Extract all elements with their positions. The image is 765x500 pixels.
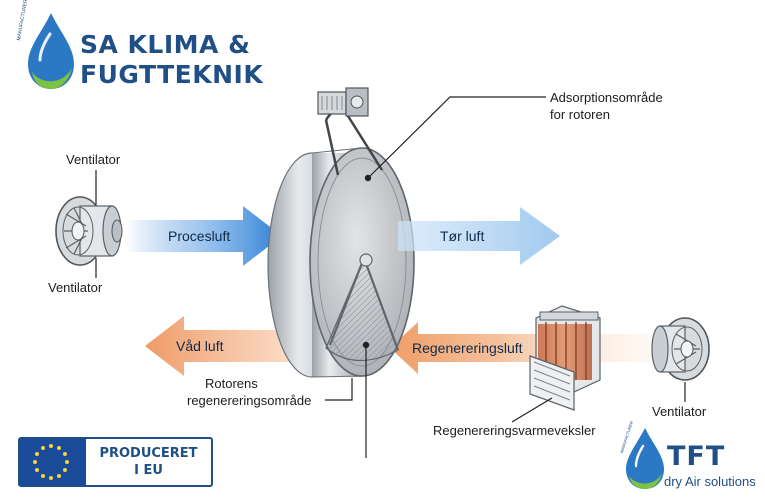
eu-badge-text: PRODUCERET I EU: [86, 439, 211, 485]
ventilator-right-label: Ventilator: [652, 404, 707, 419]
adsorption-label-line1: Adsorptionsområde: [550, 90, 663, 105]
tft-title: TFT: [667, 441, 726, 472]
dry-air-label: Tør luft: [440, 228, 485, 244]
ventilator-bottom-label: Ventilator: [48, 280, 103, 295]
eu-flag: [20, 439, 86, 485]
desiccant-rotor: [267, 87, 415, 378]
sa-klima-drop-icon: [28, 13, 74, 89]
adsorption-label-line2: for rotoren: [550, 107, 610, 122]
eu-badge: PRODUCERET I EU: [18, 437, 213, 487]
eu-badge-line2: I EU: [134, 463, 163, 478]
heat-exchanger-icon: [529, 305, 601, 411]
brand-title-line1: SA KLIMA &: [80, 30, 251, 59]
left-fan-icon: [55, 196, 123, 266]
leader-lines: [95, 96, 686, 458]
regeneration-air-label: Regenereringsluft: [412, 340, 523, 356]
heat-exchanger-label: Regenereringsvarmeveksler: [433, 423, 596, 438]
process-air-arrow: [125, 206, 282, 266]
dry-air-arrow: [398, 207, 560, 265]
tft-drop-icon: [626, 428, 664, 489]
brand-title-line2: FUGTTEKNIK: [80, 60, 264, 89]
right-fan-icon: [651, 317, 710, 381]
rotor-regen-label-line2: regenereringsområde: [187, 393, 312, 408]
eu-badge-line1: PRODUCERET: [99, 446, 198, 461]
wet-air-label: Våd luft: [176, 338, 224, 354]
process-air-label: Procesluft: [168, 228, 231, 244]
rotor-regen-label-line1: Rotorens: [205, 376, 258, 391]
tft-subtitle: dry Air solutions: [664, 474, 756, 489]
ventilator-top-label: Ventilator: [66, 152, 121, 167]
